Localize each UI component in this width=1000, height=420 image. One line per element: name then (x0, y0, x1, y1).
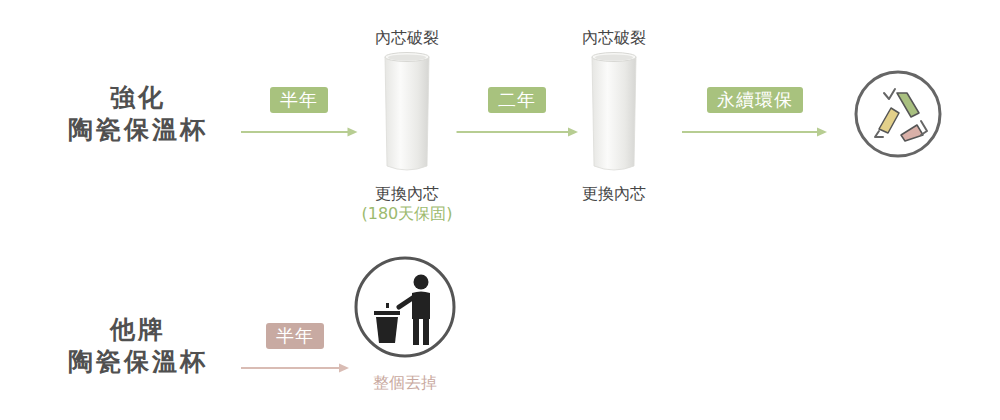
flow-arrow (457, 128, 578, 137)
recycle-icon (853, 69, 943, 159)
caption-text: 更換內芯 (375, 184, 439, 204)
duration-tag: 半年 (270, 87, 328, 113)
product-heading: 強化 陶瓷保溫杯 (50, 82, 225, 146)
duration-tag: 半年 (266, 323, 324, 349)
flow-arrow (241, 128, 357, 137)
cup-liner (382, 50, 432, 174)
cup-node: 內芯破裂更換內芯(180天保固) (361, 28, 452, 224)
heading-text: 他牌 陶瓷保溫杯 (50, 314, 225, 378)
caption-text: 內芯破裂 (375, 28, 439, 48)
product-heading: 他牌 陶瓷保溫杯 (50, 314, 225, 378)
caption-text: 更換內芯 (582, 184, 646, 204)
cup-node: 內芯破裂更換內芯 (582, 28, 646, 204)
trash-icon (353, 255, 457, 359)
trash-node: 整個丟掉 (353, 253, 457, 393)
flow-arrow (682, 128, 827, 137)
duration-tag: 二年 (488, 87, 546, 113)
heading-text: 強化 陶瓷保溫杯 (50, 82, 225, 146)
caption-text: 內芯破裂 (582, 28, 646, 48)
recycle-node (853, 67, 943, 159)
caption-text: 整個丟掉 (373, 373, 437, 393)
caption-text: (180天保固) (361, 204, 452, 224)
duration-tag: 永續環保 (707, 87, 803, 113)
cup-liner (589, 50, 639, 174)
flow-arrow (241, 364, 349, 373)
